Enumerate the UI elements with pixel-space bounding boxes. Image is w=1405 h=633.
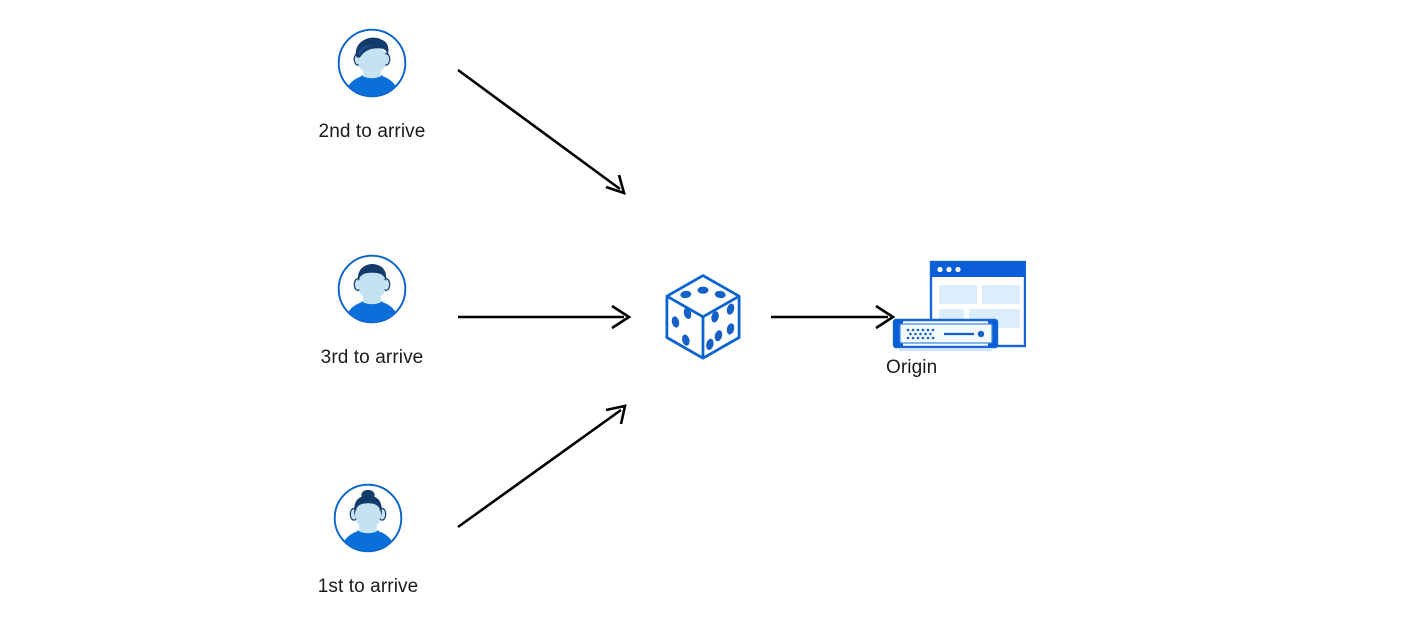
user-avatar-icon — [335, 252, 409, 326]
node-label-visitor-2nd: 2nd to arrive — [318, 121, 426, 142]
node-label-visitor-1st: 1st to arrive — [317, 576, 419, 597]
origin-server-icon — [886, 258, 1027, 358]
node-visitor-2nd[interactable]: 2nd to arrive — [302, 26, 442, 141]
user-avatar-icon — [331, 481, 405, 555]
node-visitor-3rd[interactable]: 3rd to arrive — [302, 252, 442, 367]
arrow-dice-to-origin — [771, 304, 896, 330]
arrow-1st-to-dice — [457, 404, 627, 529]
router-device-icon — [892, 318, 999, 351]
node-label-visitor-3rd: 3rd to arrive — [320, 347, 424, 368]
user-avatar-icon — [335, 26, 409, 100]
node-label-origin: Origin — [886, 357, 938, 378]
node-visitor-1st[interactable]: 1st to arrive — [298, 481, 438, 596]
node-randomizer[interactable] — [660, 268, 746, 364]
dice-icon — [660, 268, 746, 364]
arrow-3rd-to-dice — [458, 304, 632, 330]
node-origin[interactable]: Origin — [886, 258, 1027, 378]
arrow-2nd-to-dice — [457, 68, 626, 196]
